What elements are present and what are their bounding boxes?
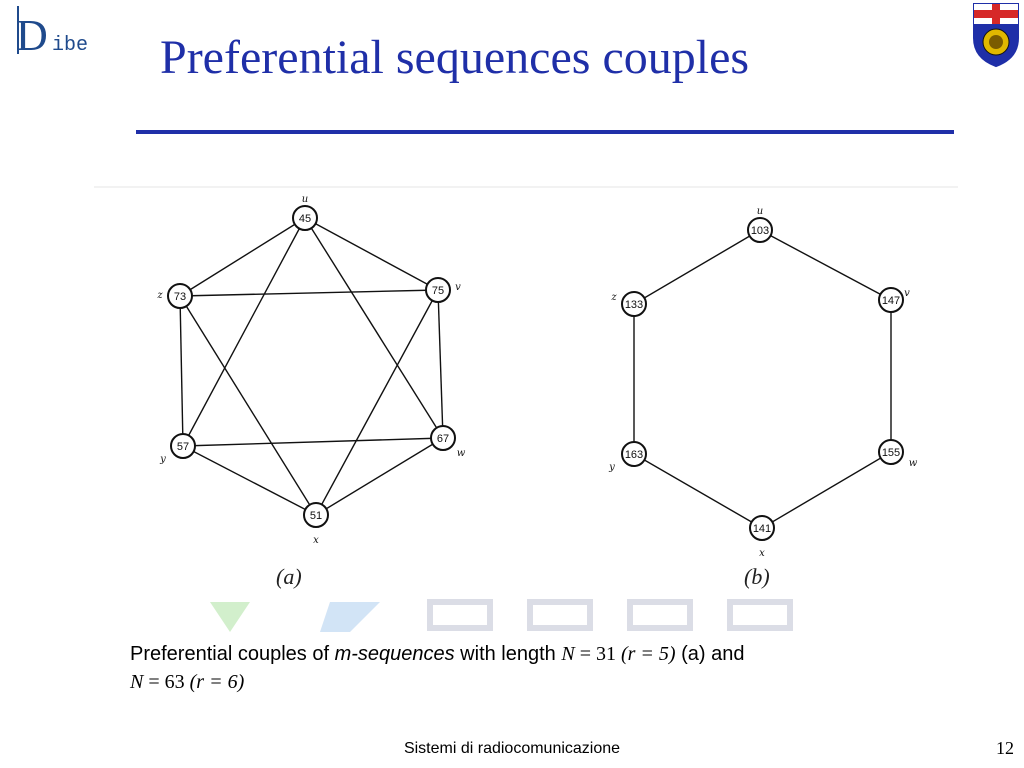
caption-part3: with length: [454, 643, 562, 665]
node-value: 133: [625, 299, 643, 311]
figure-caption: Preferential couples of m-sequences with…: [130, 640, 960, 696]
graph-b-nodes: 103 u 147 v 155 w 141 x 163 y 133 z: [608, 206, 918, 559]
caption-part1: Preferential couples of: [130, 643, 335, 665]
graph_b-node-w: 155 w: [878, 439, 918, 469]
node-label: x: [313, 535, 319, 546]
node-circle: [878, 287, 904, 313]
node-circle: [303, 502, 329, 528]
graph_a-edge: [179, 295, 184, 447]
node-circle: [430, 425, 456, 451]
node-value: 51: [310, 510, 322, 522]
node-circle: [749, 515, 775, 541]
graph_a-edge: [179, 217, 306, 297]
logo-text: ibe: [52, 34, 88, 57]
graph_a-edge: [182, 445, 317, 516]
node-value: 73: [174, 291, 186, 303]
graph_a-node-w: 67 w: [430, 425, 466, 459]
footer-course: Sistemi di radiocomunicazione: [403, 740, 621, 757]
graph-a-sublabel: (a): [276, 564, 302, 589]
node-label: u: [757, 206, 763, 217]
node-circle: [425, 277, 451, 303]
caption-msequences: m-sequences: [334, 643, 455, 665]
caption-eq1: = 31: [574, 643, 621, 665]
graph_b-edge: [759, 229, 892, 301]
caption-eq2: = 63: [143, 671, 190, 693]
page-number: 12: [996, 738, 1014, 758]
graph_b-node-z: 133 z: [610, 291, 647, 317]
caption-n1: N: [561, 643, 575, 665]
node-circle: [292, 205, 318, 231]
node-label: x: [759, 548, 765, 559]
node-value: 57: [177, 441, 189, 453]
graph_b-node-v: 147 v: [878, 287, 910, 313]
graph-a: 45 u 75 v 67 w 51 x 57 y 73 z (a): [156, 194, 465, 589]
node-value: 141: [753, 523, 771, 535]
graph_b-node-x: 141 x: [749, 515, 775, 559]
graph_a-node-z: 73 z: [156, 283, 193, 309]
caption-n2: N: [130, 671, 144, 693]
dibe-logo: D ibe: [4, 4, 104, 60]
title-divider: [136, 130, 954, 134]
node-label: w: [909, 458, 918, 469]
graph_a-edge: [315, 289, 439, 516]
graph_a-edge: [182, 217, 306, 447]
node-label: y: [608, 462, 615, 473]
node-label: v: [904, 288, 910, 299]
graph_b-node-y: 163 y: [608, 441, 647, 473]
caption-r2: (r = 6): [189, 671, 245, 693]
graph-b-edges: [633, 229, 892, 529]
university-crest-icon: [968, 0, 1024, 68]
slide-title: Preferential sequences couples: [160, 31, 750, 84]
graph-b: 103 u 147 v 155 w 141 x 163 y 133 z (b): [608, 206, 918, 589]
node-value: 45: [299, 213, 311, 225]
graph_a-edge: [182, 437, 444, 447]
graph_b-edge: [761, 451, 892, 529]
node-value: 163: [625, 449, 643, 461]
graph-a-nodes: 45 u 75 v 67 w 51 x 57 y 73 z: [156, 194, 465, 546]
graph_a-node-y: 57 y: [159, 433, 196, 465]
logo-letter: D: [16, 11, 48, 60]
node-label: u: [302, 194, 308, 205]
node-value: 75: [432, 285, 444, 297]
graph_a-node-u: 45 u: [292, 194, 318, 231]
graph-b-sublabel: (b): [744, 564, 770, 589]
node-value: 67: [437, 433, 449, 445]
graph_a-edge: [304, 217, 439, 291]
graph-a-edges: [179, 217, 444, 516]
graph_a-node-x: 51 x: [303, 502, 329, 546]
graph_a-edge: [437, 289, 444, 439]
node-value: 103: [751, 225, 769, 237]
figure-panel: [94, 186, 958, 602]
caption-part4: (a) and: [675, 643, 745, 665]
node-value: 155: [882, 447, 900, 459]
node-circle: [621, 441, 647, 467]
graph_b-edge: [633, 453, 763, 529]
node-circle: [747, 217, 773, 243]
node-value: 147: [882, 295, 900, 307]
node-label: z: [610, 292, 617, 303]
node-circle: [170, 433, 196, 459]
watermark: [200, 596, 820, 636]
node-label: z: [156, 290, 163, 301]
graph_a-edge: [179, 295, 317, 516]
graph_b-node-u: 103 u: [747, 206, 773, 243]
caption-r1: (r = 5): [620, 643, 676, 665]
graph_a-node-v: 75 v: [425, 277, 461, 303]
graph_a-edge: [179, 289, 439, 297]
node-circle: [621, 291, 647, 317]
node-circle: [878, 439, 904, 465]
node-label: w: [457, 448, 466, 459]
graph_b-edge: [633, 229, 761, 305]
graph_a-edge: [315, 437, 444, 516]
node-label: v: [455, 282, 461, 293]
graph_a-edge: [304, 217, 444, 439]
node-label: y: [159, 454, 166, 465]
node-circle: [167, 283, 193, 309]
